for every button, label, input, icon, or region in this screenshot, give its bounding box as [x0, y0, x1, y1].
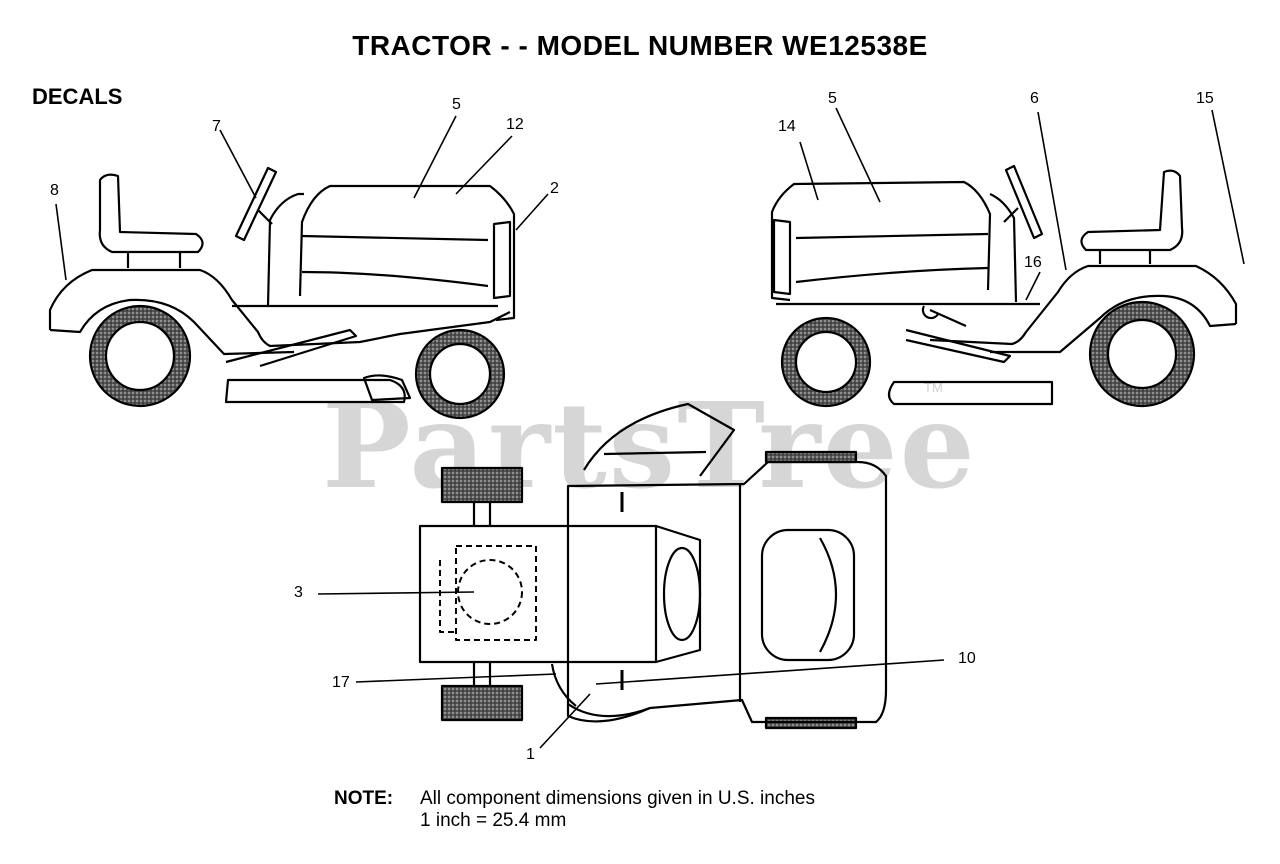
callout-17: 17: [332, 674, 350, 691]
top-hood-badge-inner: [819, 537, 838, 653]
callout-14: 14: [778, 118, 796, 135]
right-dash: [989, 192, 1018, 303]
left-body-lower: [49, 298, 295, 356]
left-dash: [266, 192, 304, 307]
callout-1: 1: [526, 746, 535, 763]
right-lift-lever: [921, 305, 967, 328]
left-mower-deck: [224, 378, 406, 404]
left-seat: [98, 173, 204, 254]
right-hood-side: [795, 232, 989, 284]
top-dash: [662, 546, 702, 642]
callout-2: 2: [550, 180, 559, 197]
leader-lines: [55, 107, 1245, 749]
note-line-1: All component dimensions given in U.S. i…: [420, 788, 815, 809]
note-line-2: 1 inch = 25.4 mm: [420, 810, 567, 831]
right-hood-grille: [772, 218, 792, 296]
top-seat-back: [583, 402, 736, 477]
right-seat-post: [1098, 250, 1152, 264]
callout-6: 6: [1030, 90, 1039, 107]
left-deck-chute: [362, 374, 412, 402]
callout-3: 3: [294, 584, 303, 601]
callout-7: 7: [212, 118, 221, 135]
top-front-arcs: [550, 663, 651, 718]
left-seat-post: [126, 252, 182, 268]
top-front-wheel-top: [764, 450, 858, 464]
note-label: NOTE:: [334, 788, 394, 809]
top-rear-wheel-top: [440, 466, 524, 504]
right-steering-wheel: [1004, 164, 1044, 240]
left-steering-wheel: [234, 166, 278, 242]
right-pedal: [905, 328, 1012, 364]
page-title: TRACTOR - - MODEL NUMBER WE12538E: [352, 30, 928, 61]
note-block: NOTE: All component dimensions given in U…: [334, 788, 815, 832]
top-axle: [472, 502, 492, 686]
callout-5-right: 5: [828, 90, 837, 107]
section-label: DECALS: [32, 84, 123, 109]
watermark-tm: TM: [924, 380, 943, 395]
left-rear-fender: [48, 268, 511, 348]
top-hood-taper: [655, 524, 702, 664]
callout-5-left: 5: [452, 96, 461, 113]
top-rear-deck: [418, 524, 658, 664]
callout-16: 16: [1024, 254, 1042, 271]
callout-12: 12: [506, 116, 524, 133]
right-rear-fender: [929, 264, 1238, 346]
left-pedal: [225, 328, 358, 368]
top-hood-badge: [760, 528, 856, 662]
right-body-lower: [990, 294, 1237, 354]
right-hood: [770, 180, 992, 302]
top-view: [418, 402, 888, 730]
left-hood-grille: [492, 220, 512, 300]
callout-8: 8: [50, 182, 59, 199]
left-hood-side: [301, 234, 489, 288]
top-rear-wheel-bottom: [440, 684, 524, 722]
callout-10: 10: [958, 650, 976, 667]
top-seat-cushion: [603, 450, 707, 456]
right-side-view: [770, 164, 1238, 408]
left-steering-column: [257, 209, 273, 225]
right-steering-column: [1003, 207, 1019, 223]
callout-15: 15: [1196, 90, 1214, 107]
top-decal-3-box: [439, 545, 537, 641]
top-body: [566, 460, 888, 724]
left-hood: [298, 184, 516, 322]
right-seat: [1080, 169, 1184, 252]
left-side-view: [48, 166, 516, 420]
right-mower-deck: [887, 380, 1054, 406]
